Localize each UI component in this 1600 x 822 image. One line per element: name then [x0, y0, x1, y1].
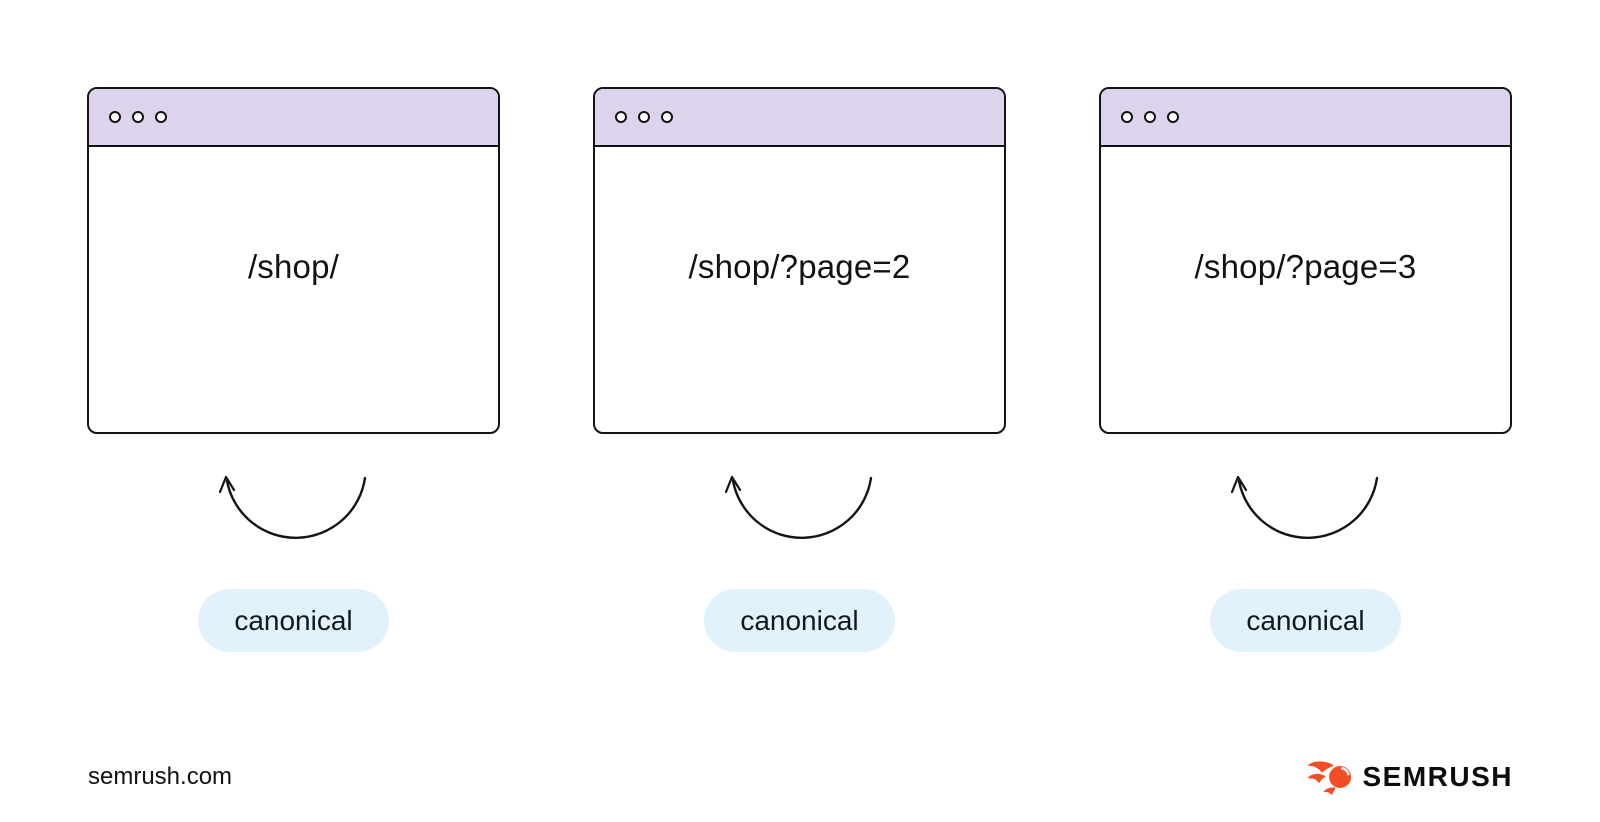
- page-url: /shop/: [247, 247, 340, 285]
- footer: semrush.com SEMRUSH: [88, 758, 1513, 796]
- window-dot-icon: [155, 111, 167, 123]
- window-dot-icon: [109, 111, 121, 123]
- browser-window-body: /shop/?page=3: [1101, 147, 1510, 432]
- page-url: /shop/?page=3: [1194, 247, 1417, 285]
- semrush-flame-icon: [1308, 761, 1352, 796]
- semrush-logo: SEMRUSH: [1306, 758, 1513, 796]
- browser-titlebar: [595, 89, 1004, 147]
- canonical-column-1: /shop/ canonical: [87, 87, 500, 652]
- canonical-badge-label: canonical: [1246, 604, 1365, 636]
- browser-window-body: /shop/: [89, 147, 498, 432]
- browser-window-2: /shop/?page=2: [593, 87, 1006, 434]
- browser-window-1: /shop/: [87, 87, 500, 434]
- page-url: /shop/?page=2: [688, 247, 911, 285]
- canonical-badge: canonical: [1210, 589, 1401, 652]
- browser-titlebar: [89, 89, 498, 147]
- window-dot-icon: [615, 111, 627, 123]
- source-site-text: semrush.com: [88, 763, 233, 790]
- browser-window-3: /shop/?page=3: [1099, 87, 1512, 434]
- canonical-badge: canonical: [198, 589, 389, 652]
- canonical-column-2: /shop/?page=2 canonical: [593, 87, 1006, 652]
- self-canonical-arrow-icon: [218, 475, 366, 539]
- canonical-column-3: /shop/?page=3 canonical: [1099, 87, 1512, 652]
- browser-titlebar: [1101, 89, 1510, 147]
- semrush-wordmark: SEMRUSH: [1362, 761, 1513, 792]
- window-dot-icon: [638, 111, 650, 123]
- window-dot-icon: [1121, 111, 1133, 123]
- window-dot-icon: [1144, 111, 1156, 123]
- self-canonical-arrow-icon: [724, 475, 872, 539]
- browser-windows-row: /shop/ canonical /shop/?page=2: [87, 87, 1512, 652]
- canonical-badge-label: canonical: [234, 604, 353, 636]
- canonical-badge: canonical: [704, 589, 895, 652]
- self-canonical-arrow-icon: [1230, 475, 1378, 539]
- canonical-badge-label: canonical: [740, 604, 859, 636]
- window-dot-icon: [661, 111, 673, 123]
- browser-window-body: /shop/?page=2: [595, 147, 1004, 432]
- window-dot-icon: [1167, 111, 1179, 123]
- window-dot-icon: [132, 111, 144, 123]
